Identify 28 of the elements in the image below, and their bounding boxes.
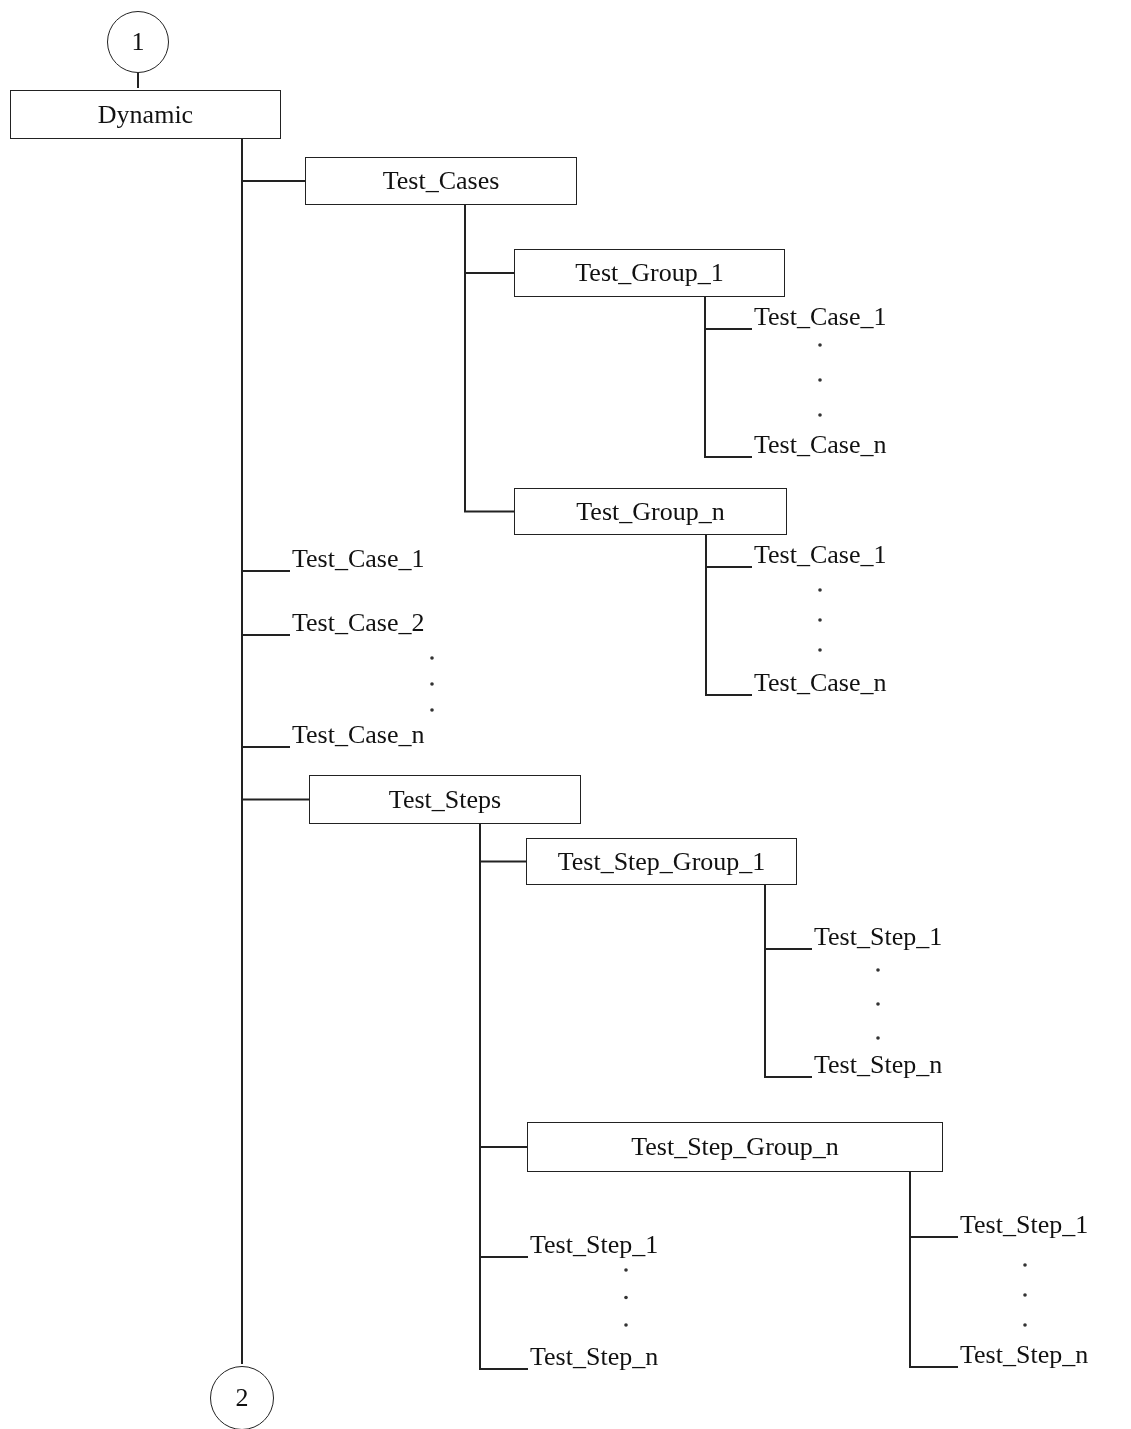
node-label: Test_Step_n xyxy=(958,1338,1123,1372)
node-label: Test_Case_2 xyxy=(290,606,460,640)
node-label: Test_Step_1 xyxy=(958,1208,1123,1242)
connector-circle: 2 xyxy=(210,1366,274,1429)
node-label: Test_Case_1 xyxy=(290,542,460,576)
node-label: Test_Step_n xyxy=(528,1340,693,1374)
connector-line xyxy=(137,72,139,89)
connector-circle: 1 xyxy=(107,11,169,73)
connector-line xyxy=(705,534,753,696)
connector-line xyxy=(909,1171,959,1368)
node-label: Test_Case_1 xyxy=(752,300,922,334)
node-box: Dynamic xyxy=(10,90,281,139)
node-label: Test_Case_n xyxy=(290,718,460,752)
connector-line xyxy=(704,296,753,458)
connector-line xyxy=(764,884,813,1078)
node-label: Test_Case_1 xyxy=(752,538,922,572)
node-label: Test_Step_1 xyxy=(812,920,977,954)
node-box: Test_Cases xyxy=(305,157,577,205)
node-box: Test_Group_1 xyxy=(514,249,785,297)
node-label: Test_Case_n xyxy=(752,666,922,700)
node-label: Test_Step_n xyxy=(812,1048,977,1082)
node-box: Test_Step_Group_n xyxy=(527,1122,943,1172)
node-box: Test_Steps xyxy=(309,775,581,824)
node-box: Test_Step_Group_1 xyxy=(526,838,797,885)
connector-line xyxy=(464,204,515,513)
node-label: Test_Case_n xyxy=(752,428,922,462)
node-box: Test_Group_n xyxy=(514,488,787,535)
node-label: Test_Step_1 xyxy=(528,1228,693,1262)
